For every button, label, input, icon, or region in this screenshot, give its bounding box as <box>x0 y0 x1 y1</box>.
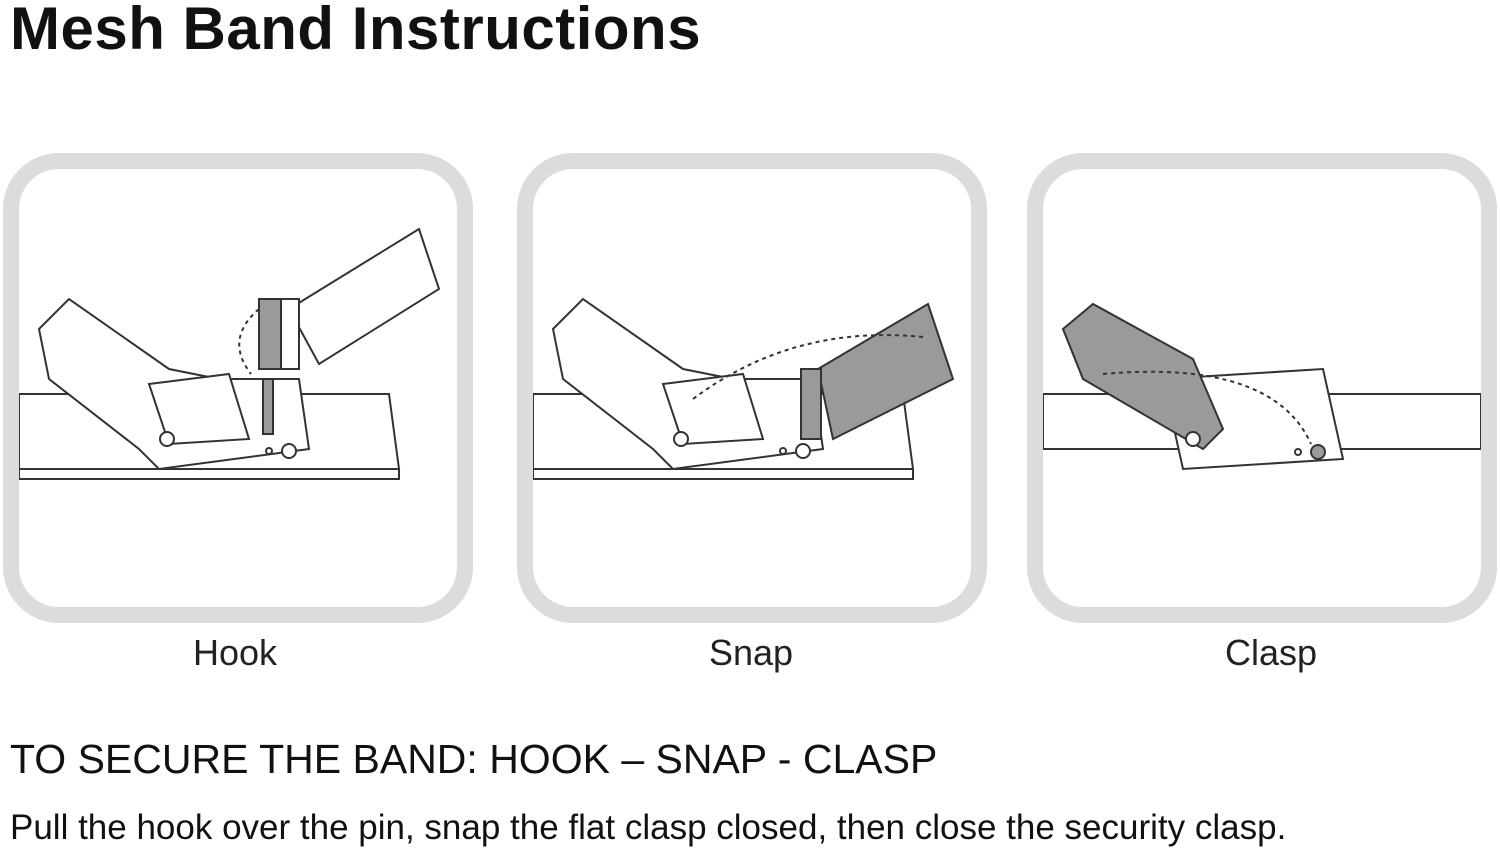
clasp-step-illustration <box>1043 302 1481 471</box>
step-label-clasp: Clasp <box>1224 632 1318 673</box>
hook-step-illustration <box>19 227 441 480</box>
step-panel-hook <box>3 153 473 623</box>
step-label-snap: Snap <box>708 632 794 673</box>
step-panel-snap <box>517 153 987 623</box>
instructions-description: Pull the hook over the pin, snap the fla… <box>10 808 1287 847</box>
step-panel-clasp <box>1027 153 1497 623</box>
snap-step-illustration <box>533 297 955 480</box>
instructions-heading: TO SECURE THE BAND: HOOK – SNAP - CLASP <box>10 736 938 782</box>
step-label-hook: Hook <box>192 632 278 673</box>
page-title: Mesh Band Instructions <box>10 0 702 62</box>
